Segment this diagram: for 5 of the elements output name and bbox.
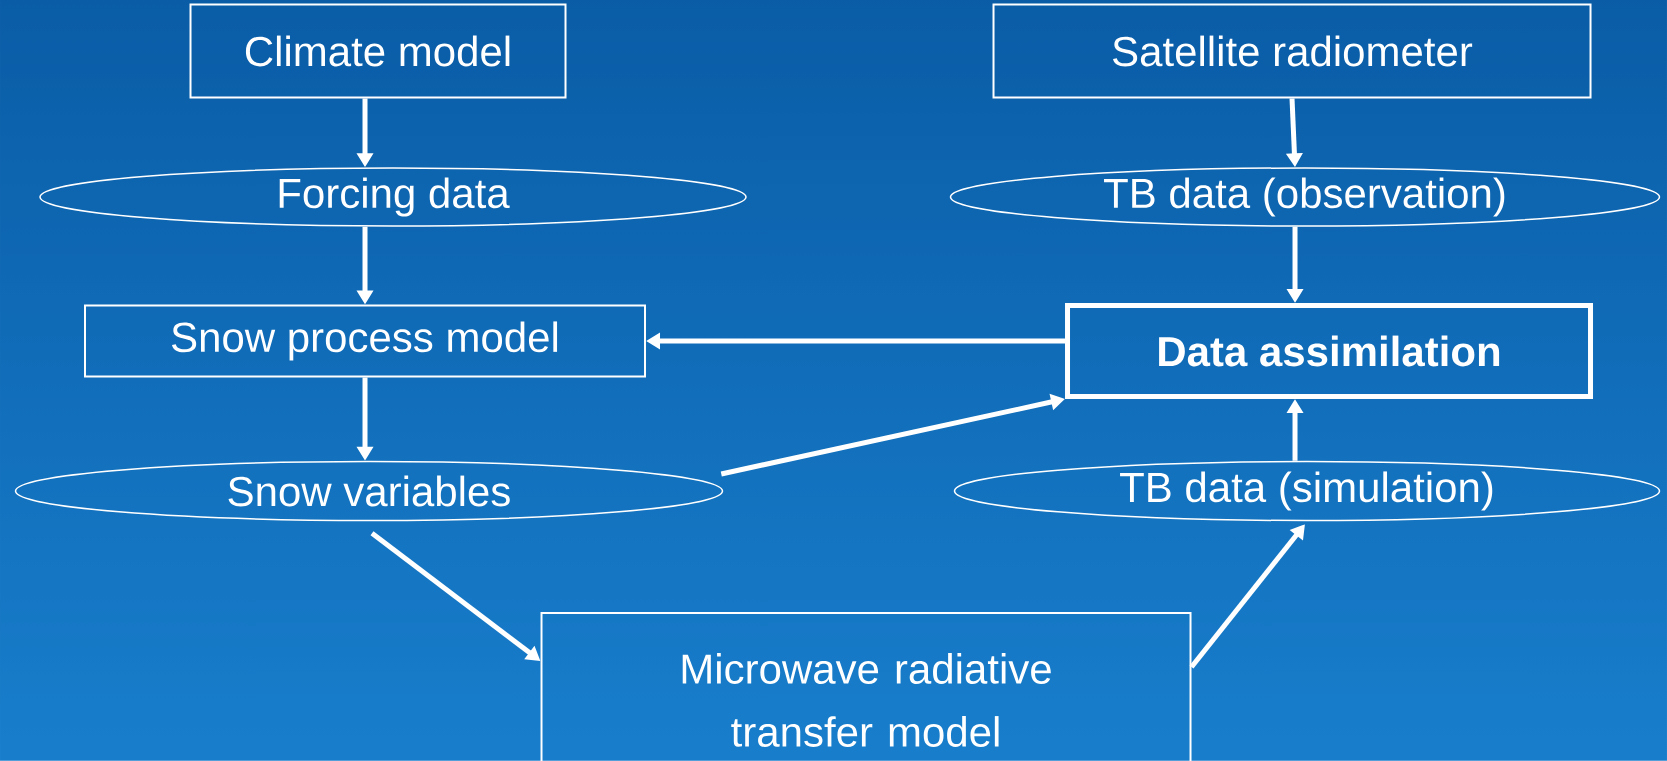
process-box: Data assimilation bbox=[1065, 303, 1593, 399]
process-box: Microwave radiative transfer model bbox=[540, 612, 1192, 761]
process-box: Climate model bbox=[189, 3, 567, 99]
process-box: Satellite radiometer bbox=[992, 3, 1592, 99]
process-box: Snow process model bbox=[84, 304, 646, 378]
